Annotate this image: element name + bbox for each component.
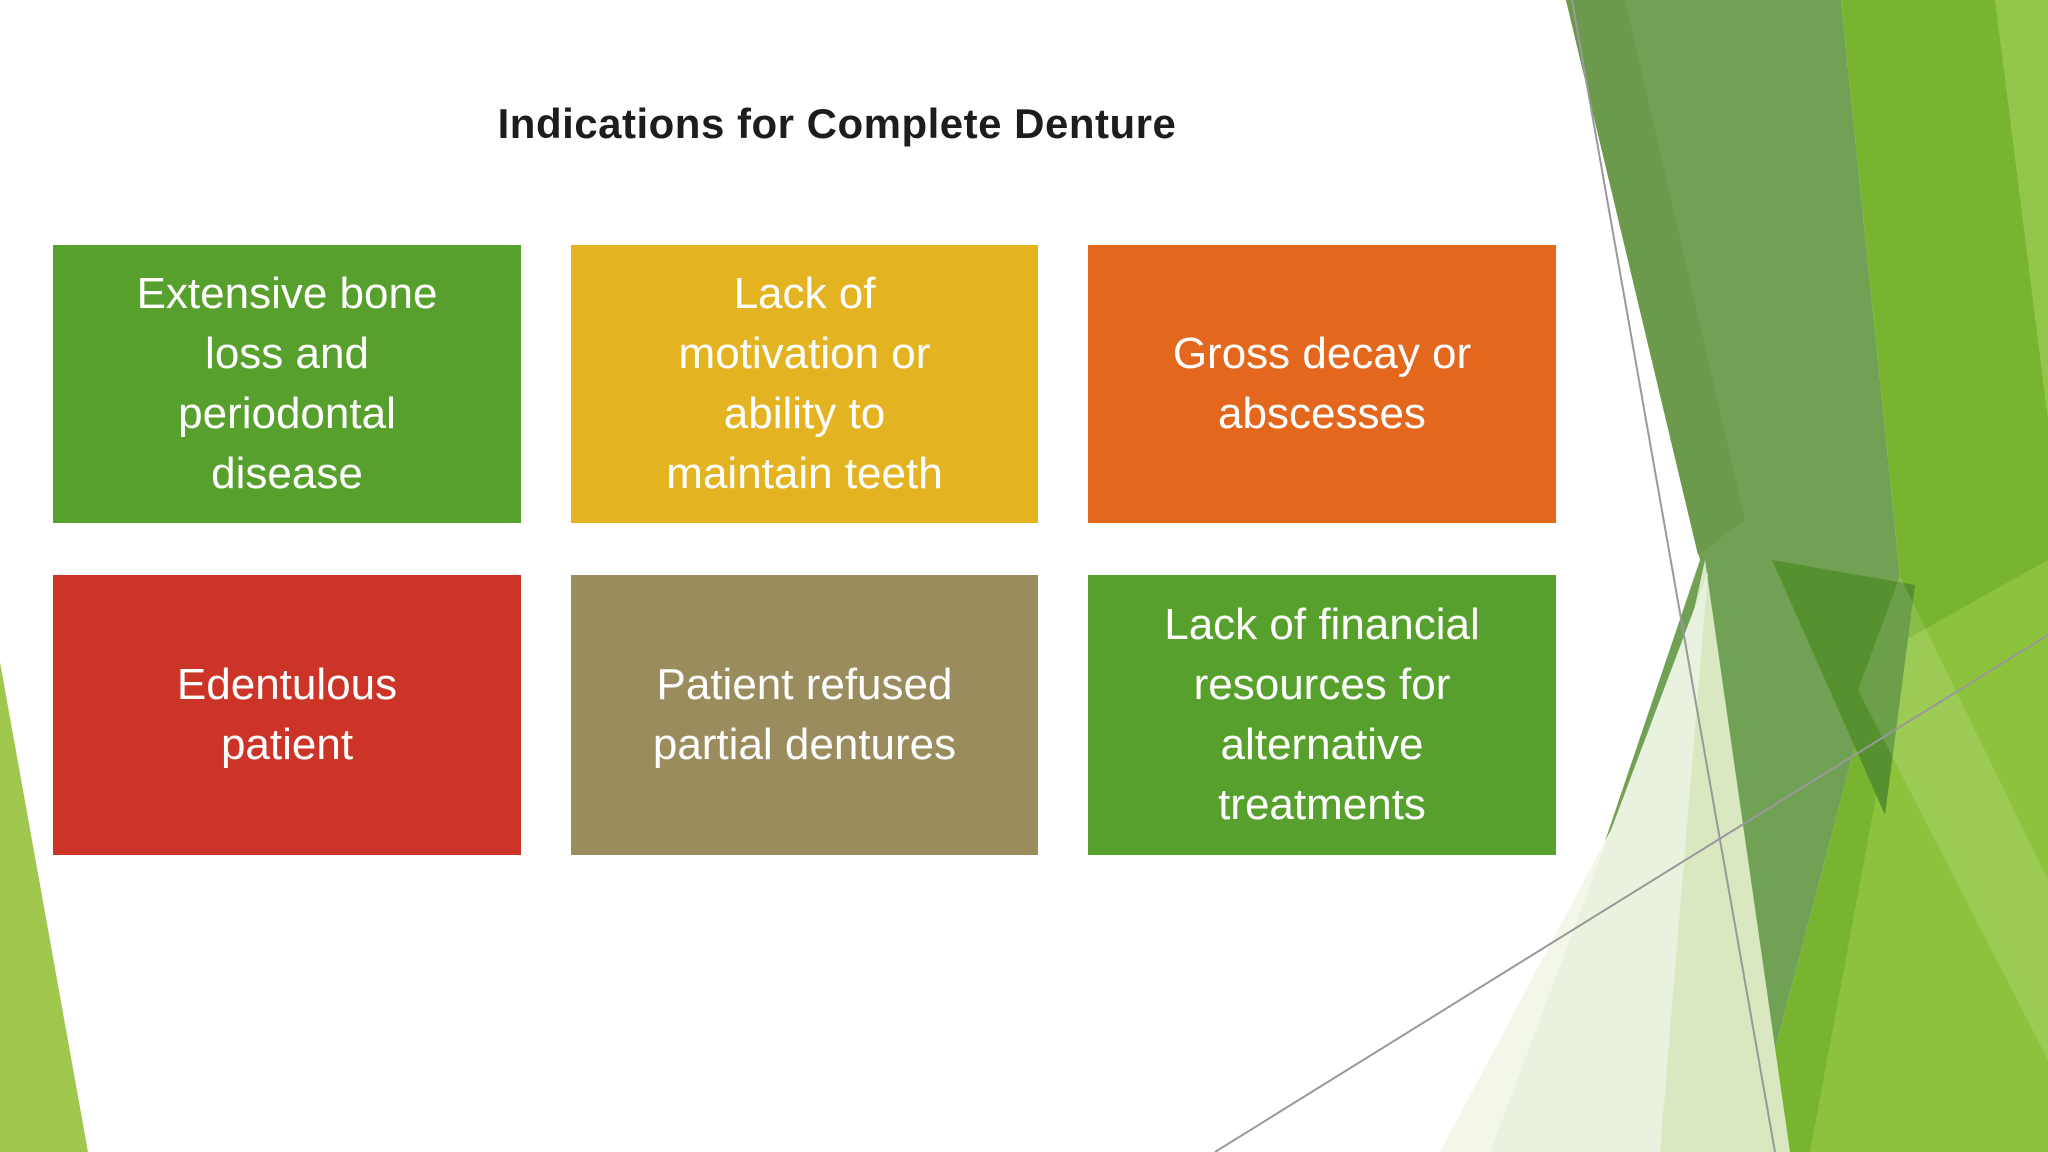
indication-box-lack-of-motivation: Lack of motivation or ability to maintai…: [571, 245, 1038, 523]
slide-title: Indications for Complete Denture: [497, 100, 1177, 147]
indication-box-edentulous-patient: Edentulous patient: [53, 575, 521, 855]
facet-dark-notch: [1772, 560, 1915, 815]
indication-box-gross-decay: Gross decay or abscesses: [1088, 245, 1556, 523]
facet-pale-deep: [1575, 560, 1790, 1152]
diagonal-line-1: [1571, 0, 1776, 1152]
facet-dark-wedge: [1566, 0, 1745, 555]
indication-box-lack-of-financial-resources: Lack of financial resources for alternat…: [1088, 575, 1556, 855]
facet-bright-green: [1748, 0, 2048, 1152]
facet-light-top-right: [1995, 0, 2048, 420]
facet-medium-green: [1500, 0, 1900, 1152]
indications-grid: Extensive bone loss and periodontal dise…: [53, 245, 1556, 855]
indication-box-extensive-bone-loss: Extensive bone loss and periodontal dise…: [53, 245, 521, 523]
facet-highlight-streak: [1858, 576, 2048, 1060]
facet-light-bottom-right: [1810, 560, 2048, 1152]
indication-box-refused-partial-dentures: Patient refused partial dentures: [571, 575, 1038, 855]
